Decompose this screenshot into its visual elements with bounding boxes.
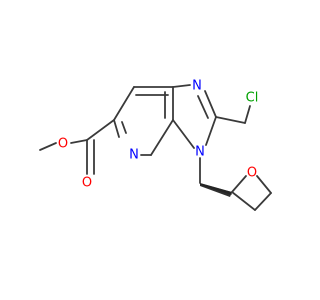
bond — [256, 175, 272, 194]
atom-o-ester-double: O — [82, 176, 92, 191]
bond — [204, 90, 217, 118]
atom-n-imidazole: N — [195, 145, 205, 160]
bond — [86, 119, 115, 141]
chemical-structure-diagram: N N N Cl O O O — [39, 79, 272, 211]
bond — [113, 119, 120, 138]
bond — [231, 191, 256, 211]
bond — [172, 84, 191, 88]
bond — [215, 116, 246, 124]
bond — [205, 116, 217, 146]
atom-n-pyridine: N — [129, 148, 139, 163]
atom-o-oxetane: O — [247, 166, 257, 181]
atom-cl: Cl — [246, 91, 259, 106]
bond — [113, 86, 135, 121]
atom-labels: N N N Cl O O O — [58, 79, 258, 191]
oxetane-ring — [231, 175, 272, 211]
bond — [150, 119, 174, 156]
bond — [39, 142, 57, 151]
atom-o-ester-single: O — [58, 137, 68, 152]
stereo-wedge-bond-inner — [200, 183, 232, 195]
bond — [244, 105, 251, 124]
bond — [70, 139, 88, 144]
bond — [231, 175, 247, 193]
bond — [254, 192, 272, 211]
atom-n-top: N — [192, 79, 202, 94]
bonds — [39, 84, 251, 184]
bond — [121, 121, 127, 134]
bond — [197, 95, 209, 119]
bond — [172, 119, 195, 149]
